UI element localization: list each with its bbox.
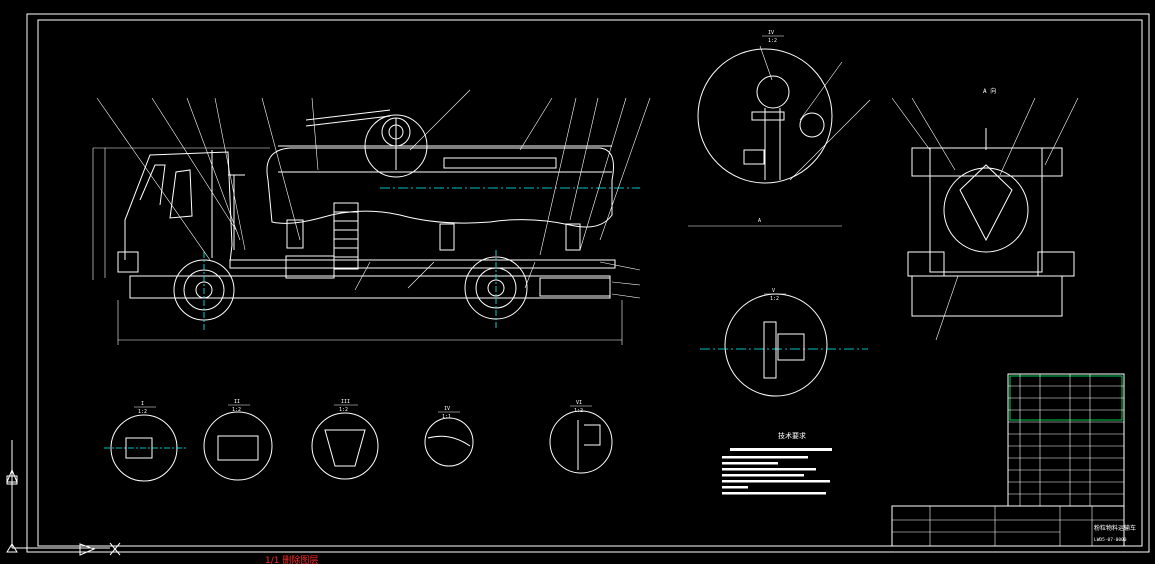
title-block[interactable]: 粉粒物料运输车 LWD5-07-0000	[891, 505, 1136, 547]
play-icon[interactable]	[79, 543, 96, 556]
detail-view-iii[interactable]: III 1:2	[311, 399, 379, 480]
svg-text:1:2: 1:2	[138, 409, 147, 415]
svg-text:V: V	[772, 288, 775, 294]
status-bar-text: 1/1 删除图层	[265, 554, 318, 564]
svg-text:1:2: 1:2	[768, 38, 777, 44]
notes-title: 技术要求	[778, 431, 806, 440]
drawing-number: LWD5-07-0000	[1094, 537, 1127, 543]
svg-text:VI: VI	[576, 400, 582, 406]
svg-text:1:2: 1:2	[339, 407, 348, 413]
close-icon[interactable]	[109, 542, 121, 556]
section-arrow-a: A	[688, 218, 842, 227]
svg-text:1:2: 1:2	[770, 296, 779, 302]
sheet-border	[26, 13, 1150, 553]
technical-notes: 技术要求	[722, 431, 832, 495]
svg-text:III: III	[341, 399, 350, 405]
svg-text:IV: IV	[444, 406, 450, 412]
ucs-axis-icon	[6, 440, 110, 553]
title-block-name: 粉粒物料运输车	[1094, 524, 1136, 532]
svg-text:1:2: 1:2	[232, 407, 241, 413]
svg-text:I: I	[141, 401, 144, 407]
detail-view-top-circle[interactable]: IV 1:2	[697, 30, 871, 184]
truck-side-view[interactable]	[92, 89, 651, 345]
bill-of-materials[interactable]	[1007, 373, 1125, 507]
svg-text:II: II	[234, 399, 240, 405]
svg-text:1:1: 1:1	[442, 414, 451, 420]
detail-view-vi[interactable]: VI 1:2	[549, 400, 613, 474]
detail-view-v[interactable]: V 1:2	[700, 288, 868, 397]
detail-view-i[interactable]: I 1:2	[104, 401, 188, 482]
detail-view-iv[interactable]: IV 1:1	[424, 406, 474, 467]
svg-text:1:2: 1:2	[574, 408, 583, 414]
view-a-label: A 向	[983, 87, 996, 95]
rear-view-a[interactable]: A 向	[891, 87, 1079, 341]
svg-text:IV: IV	[768, 30, 774, 36]
detail-view-ii[interactable]: II 1:2	[203, 399, 273, 481]
view-arrow-label: A	[758, 218, 761, 224]
